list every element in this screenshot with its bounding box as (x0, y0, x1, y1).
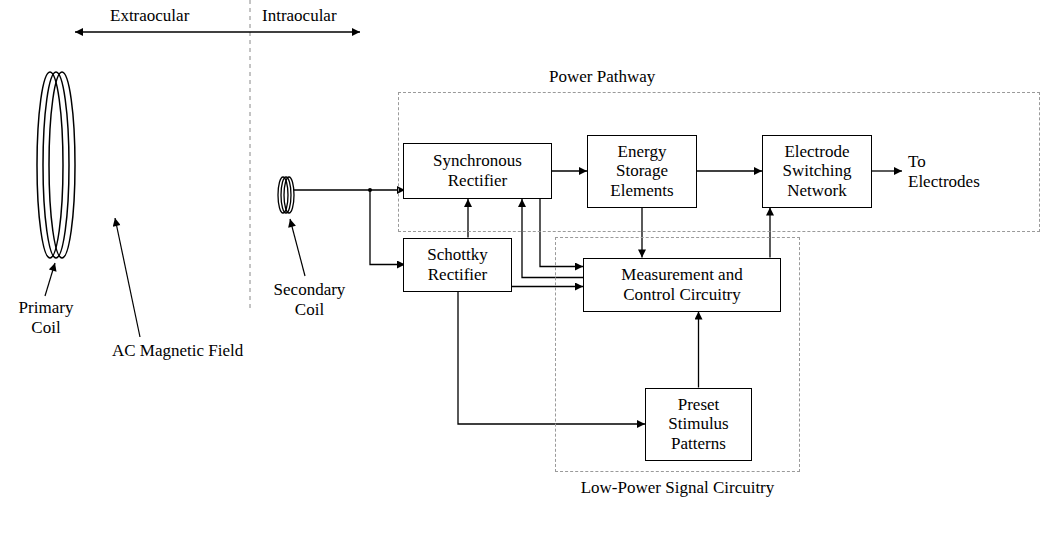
box-label: Energy Storage Elements (594, 142, 690, 201)
text-label: Extraocular (110, 6, 230, 26)
process-box: Preset Stimulus Patterns (645, 388, 752, 461)
connector-arrow (697, 170, 762, 171)
secondary-coil (278, 177, 294, 213)
box-label: Measurement and Control Circuitry (597, 265, 767, 304)
text-label: Secondary Coil (262, 280, 357, 319)
box-label: Schottky Rectifier (410, 245, 505, 284)
coil-wire (294, 189, 405, 190)
connector-arrow (552, 170, 587, 171)
box-label: Electrode Switching Network (769, 142, 865, 201)
text-label: Intraocular (262, 6, 382, 26)
boundary-line (250, 0, 251, 312)
connector-arrow (522, 199, 583, 278)
connector-arrow (698, 312, 699, 388)
connector-arrow (540, 199, 583, 267)
process-box: Measurement and Control Circuitry (583, 258, 781, 312)
connector-arrow (641, 208, 642, 258)
process-box: Energy Storage Elements (587, 135, 697, 208)
primary-coil (37, 72, 75, 258)
box-label: Synchronous Rectifier (410, 151, 545, 190)
group-heading: Power Pathway (549, 67, 655, 87)
group-region: Low-Power Signal CircuitryMeasurement an… (555, 237, 800, 472)
box-label: Preset Stimulus Patterns (652, 395, 745, 454)
junction-dot (368, 188, 372, 192)
double-arrow (75, 31, 360, 32)
process-box: Synchronous Rectifier (403, 143, 552, 199)
text-label: To Electrodes (908, 152, 996, 191)
output-arrow (870, 170, 902, 171)
group-region: Power PathwaySynchronous RectifierEnergy… (398, 92, 1040, 232)
connector-arrow (512, 286, 583, 287)
leader-line (290, 219, 305, 276)
text-label: AC Magnetic Field (112, 341, 292, 361)
connector-arrow (769, 208, 770, 258)
group-heading: Low-Power Signal Circuitry (556, 478, 799, 498)
leader-line (45, 263, 55, 296)
leader-line (115, 218, 140, 337)
coil-wire (370, 190, 405, 265)
text-label: Primary Coil (10, 298, 82, 337)
process-box: Schottky Rectifier (403, 238, 512, 292)
process-box: Electrode Switching Network (762, 135, 872, 208)
